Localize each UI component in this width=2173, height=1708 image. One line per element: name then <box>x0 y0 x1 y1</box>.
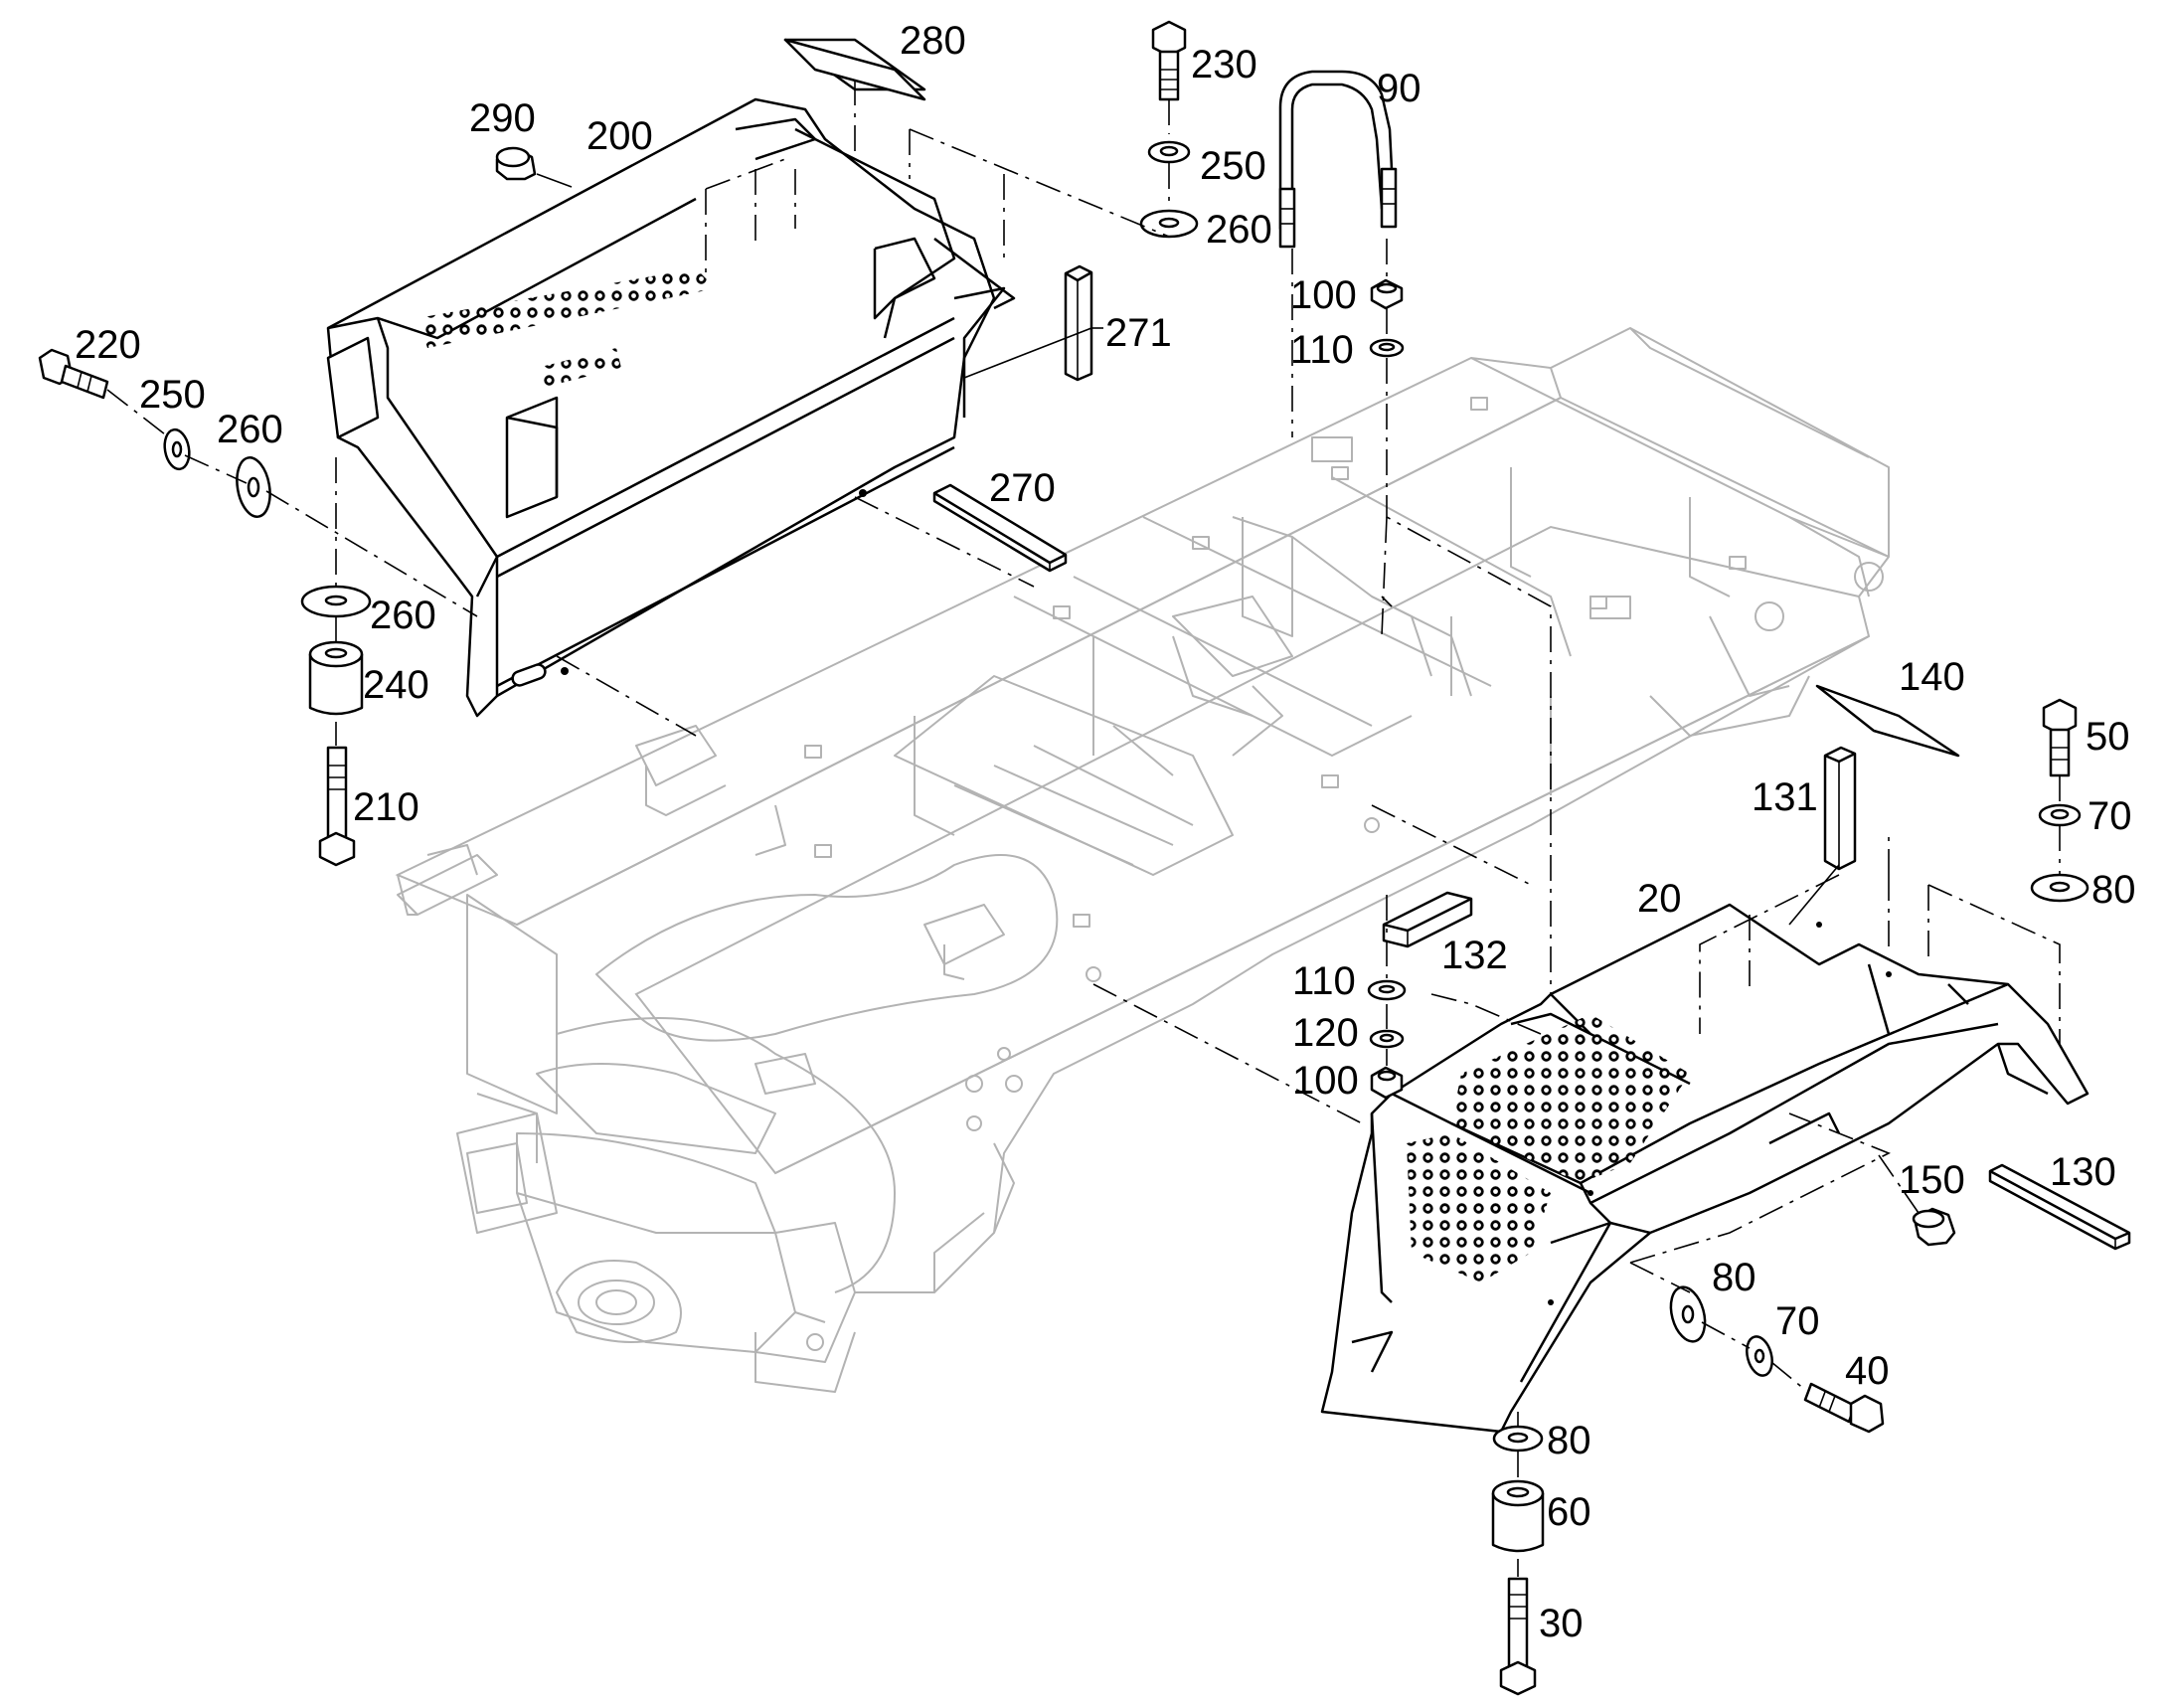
block-132 <box>1382 891 1473 948</box>
nut-100-top <box>1370 278 1404 310</box>
label-70-side: 70 <box>1775 1299 1820 1343</box>
chassis-frame <box>395 327 1890 1393</box>
spacer-240 <box>308 640 364 716</box>
u-bolt-90 <box>1278 70 1398 249</box>
label-80-lower: 80 <box>1547 1419 1591 1462</box>
sticker-280-outline <box>783 38 926 101</box>
label-40: 40 <box>1845 1349 1890 1393</box>
label-80-right: 80 <box>2091 868 2136 912</box>
plug-290 <box>495 146 537 181</box>
washer-250-left <box>163 427 191 471</box>
label-110-top: 110 <box>1290 328 1354 372</box>
label-200: 200 <box>586 114 653 158</box>
washer-80-lower <box>1492 1425 1544 1452</box>
label-260-left: 260 <box>217 408 283 451</box>
bar-130 <box>1988 1163 2131 1251</box>
label-210: 210 <box>353 785 419 829</box>
label-100-lower: 100 <box>1292 1059 1359 1103</box>
washer-80-side <box>1669 1285 1707 1343</box>
label-290: 290 <box>469 96 536 140</box>
left-cover-200 <box>326 97 1016 718</box>
label-240: 240 <box>363 663 429 707</box>
washer-260-left <box>236 456 271 518</box>
assembly-center-lines <box>106 80 2061 1577</box>
label-271: 271 <box>1105 311 1172 355</box>
label-260-top: 260 <box>1206 208 1272 252</box>
right-cover-20 <box>1320 903 2089 1434</box>
plug-150 <box>1912 1207 1956 1247</box>
washer-70-right <box>2038 803 2082 827</box>
label-250-top: 250 <box>1200 144 1266 188</box>
spacer-60 <box>1491 1479 1545 1553</box>
bolt-30 <box>1499 1577 1537 1696</box>
label-132: 132 <box>1441 934 1508 977</box>
washer-260-lower <box>300 585 372 618</box>
label-270: 270 <box>989 466 1056 510</box>
label-140: 140 <box>1899 655 1965 699</box>
label-130: 130 <box>2050 1150 2116 1194</box>
washer-250-top <box>1147 140 1191 164</box>
bolt-40 <box>1803 1382 1885 1434</box>
label-50: 50 <box>2086 715 2130 759</box>
callout-labels: 280 230 90 290 200 250 260 100 271 110 2… <box>75 19 2136 1645</box>
label-20: 20 <box>1637 877 1682 921</box>
block-271 <box>1064 264 1093 382</box>
leader-lines <box>536 173 1840 926</box>
label-90: 90 <box>1377 67 1421 110</box>
label-80-side: 80 <box>1712 1256 1756 1299</box>
label-220: 220 <box>75 323 141 367</box>
label-30: 30 <box>1539 1602 1584 1645</box>
label-150: 150 <box>1899 1158 1965 1202</box>
label-250-left: 250 <box>139 373 206 417</box>
bolt-210 <box>318 746 356 867</box>
label-70-right: 70 <box>2088 794 2132 838</box>
bar-270 <box>932 483 1068 573</box>
bolt-230 <box>1151 20 1187 101</box>
label-100-top: 100 <box>1290 273 1357 317</box>
label-280: 280 <box>900 19 966 63</box>
block-131 <box>1823 746 1857 871</box>
label-120: 120 <box>1292 1011 1359 1055</box>
label-230: 230 <box>1191 43 1257 86</box>
washer-110-lower <box>1367 979 1407 1001</box>
bolt-50 <box>2042 698 2078 777</box>
label-260-lower: 260 <box>370 594 436 637</box>
label-110-lower: 110 <box>1292 959 1356 1003</box>
sticker-140 <box>1815 684 1960 758</box>
washer-110-top <box>1369 338 1405 358</box>
nut-100-lower <box>1370 1066 1404 1100</box>
bolt-220 <box>38 348 109 400</box>
washer-70-side <box>1746 1335 1773 1377</box>
washer-80-right <box>2030 873 2089 903</box>
label-131: 131 <box>1752 775 1818 819</box>
label-60: 60 <box>1547 1490 1591 1534</box>
washer-260-top <box>1139 209 1199 239</box>
lockwasher-120 <box>1369 1029 1405 1049</box>
